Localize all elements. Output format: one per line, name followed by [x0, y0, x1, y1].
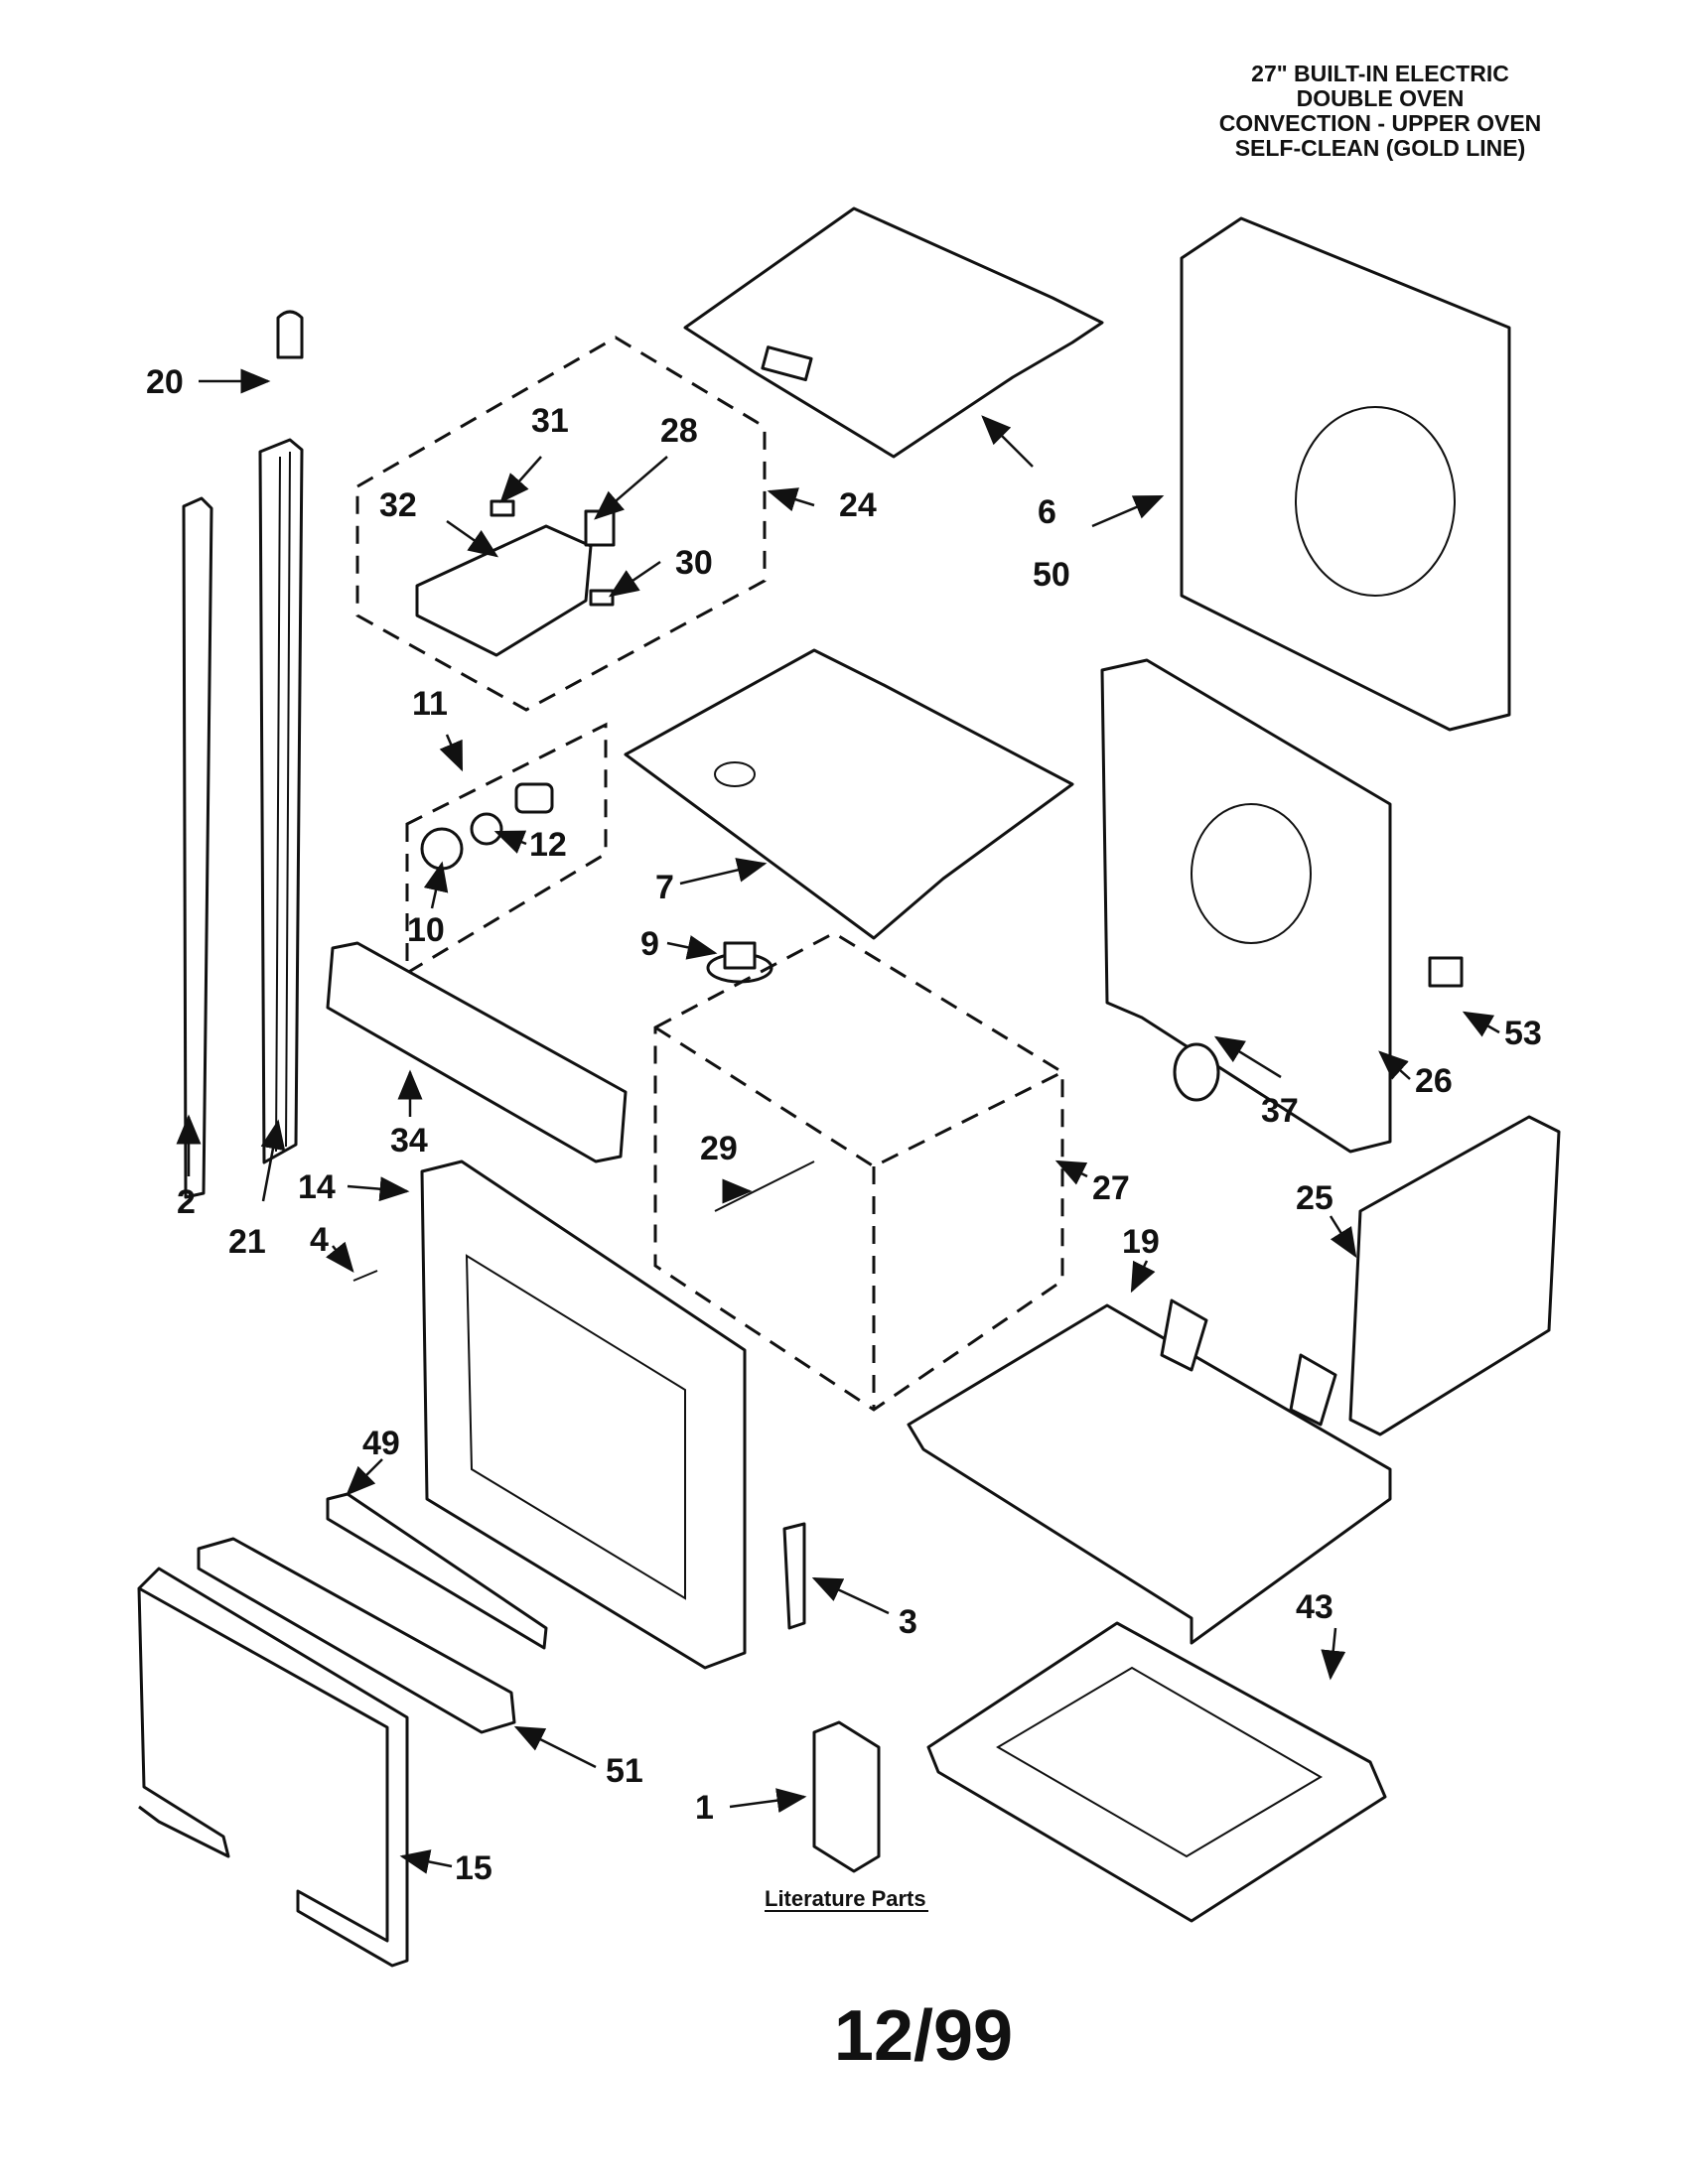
label-12: 12	[529, 826, 567, 864]
part-3-bracket	[782, 1522, 806, 1630]
label-50: 50	[1033, 556, 1070, 594]
label-9: 9	[640, 925, 659, 963]
label-3: 3	[899, 1603, 917, 1641]
part-51-vent-trim	[197, 1537, 516, 1734]
part-34-vent-grille	[326, 941, 628, 1163]
revision-date: 12/99	[833, 1996, 1014, 2076]
part-10-lens	[420, 827, 464, 871]
part-49-trim-bar	[326, 1492, 548, 1650]
part-15-door-gasket	[137, 1567, 409, 1968]
label-24: 24	[839, 486, 877, 524]
title-line-3: CONVECTION - UPPER OVEN	[1218, 110, 1542, 136]
part-4-screw	[352, 1270, 378, 1282]
label-37: 37	[1261, 1092, 1299, 1130]
label-6: 6	[1038, 493, 1056, 531]
part-50-fan-opening	[1295, 406, 1456, 597]
literature-parts-caption: Literature Parts	[765, 1886, 926, 1911]
label-53: 53	[1504, 1015, 1542, 1052]
part-20-end-cap	[276, 310, 304, 359]
part-50-rear-panel	[1180, 216, 1511, 732]
part-7-upper-shield	[624, 648, 1074, 940]
label-14: 14	[298, 1168, 336, 1206]
part-32-bracket	[415, 524, 593, 657]
label-7: 7	[655, 869, 674, 906]
part-30-connector	[589, 589, 615, 607]
label-4: 4	[310, 1221, 329, 1259]
title-line-4: SELF-CLEAN (GOLD LINE)	[1234, 135, 1526, 161]
part-29-rod	[714, 1160, 815, 1212]
label-34: 34	[390, 1122, 428, 1160]
label-20: 20	[146, 363, 184, 401]
part-26-rear-frame	[1100, 658, 1392, 1154]
part-14-front-frame	[420, 1160, 747, 1670]
part-26-fan-ring	[1191, 803, 1312, 944]
label-43: 43	[1296, 1588, 1333, 1626]
label-2: 2	[177, 1183, 196, 1221]
part-37-thermostat	[1173, 1042, 1220, 1102]
part-53-clip	[1428, 956, 1464, 988]
label-27: 27	[1092, 1169, 1130, 1207]
label-25: 25	[1296, 1179, 1333, 1217]
part-6-top-panel	[683, 206, 1104, 459]
label-1: 1	[695, 1789, 714, 1827]
part-27-oven-cavity	[653, 931, 1064, 1412]
label-31: 31	[531, 402, 569, 440]
label-26: 26	[1415, 1062, 1453, 1100]
label-10: 10	[407, 911, 445, 949]
diagram-title: 27" BUILT-IN ELECTRIC DOUBLE OVEN CONVEC…	[1172, 62, 1589, 161]
part-11-light-group	[405, 722, 608, 976]
label-11: 11	[412, 685, 448, 723]
part-1-literature	[812, 1720, 881, 1873]
label-49: 49	[362, 1425, 400, 1462]
label-32: 32	[379, 486, 417, 524]
part-19-bottom-tray	[907, 1303, 1392, 1645]
label-28: 28	[660, 412, 698, 450]
label-21: 21	[228, 1223, 266, 1261]
part-43-base-pan	[926, 1621, 1387, 1923]
part-21-side-channel	[258, 438, 304, 1164]
part-31-switch	[490, 499, 515, 517]
label-30: 30	[675, 544, 713, 582]
part-24-control-group	[355, 336, 767, 712]
part-2-trim-strip	[182, 496, 213, 1199]
part-25-side-panel	[1348, 1115, 1561, 1436]
label-19: 19	[1122, 1223, 1160, 1261]
label-51: 51	[606, 1752, 643, 1790]
part-12-bulb	[470, 812, 503, 846]
title-line-2: DOUBLE OVEN	[1296, 85, 1465, 111]
title-line-1: 27" BUILT-IN ELECTRIC	[1251, 61, 1509, 86]
label-29: 29	[700, 1130, 738, 1167]
label-15: 15	[455, 1849, 492, 1887]
